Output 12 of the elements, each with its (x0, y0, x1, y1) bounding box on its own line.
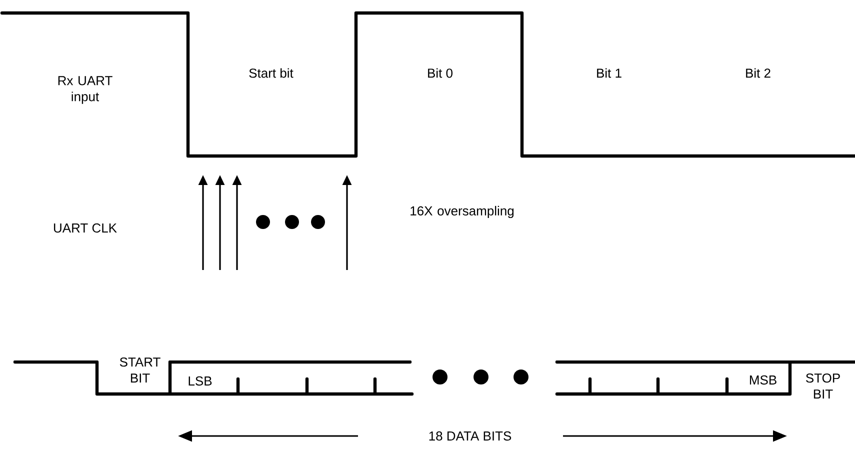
bit-label: START BIT (120, 357, 160, 383)
signal-label: UART CLK (54, 223, 117, 233)
bit-label: LSB (188, 376, 212, 386)
signal-label: Rx UART input (58, 76, 112, 104)
bit-label: MSB (750, 375, 776, 385)
note-label: 16X oversampling (410, 206, 514, 218)
bit-label: Start bit (249, 68, 294, 78)
bit-label: STOP BIT (806, 373, 840, 399)
bit-label: Bit 1 (597, 68, 622, 78)
span-label: 18 DATA BITS (429, 431, 512, 441)
bit-label: Bit 0 (428, 68, 452, 78)
bit-label: Bit 2 (746, 68, 770, 78)
